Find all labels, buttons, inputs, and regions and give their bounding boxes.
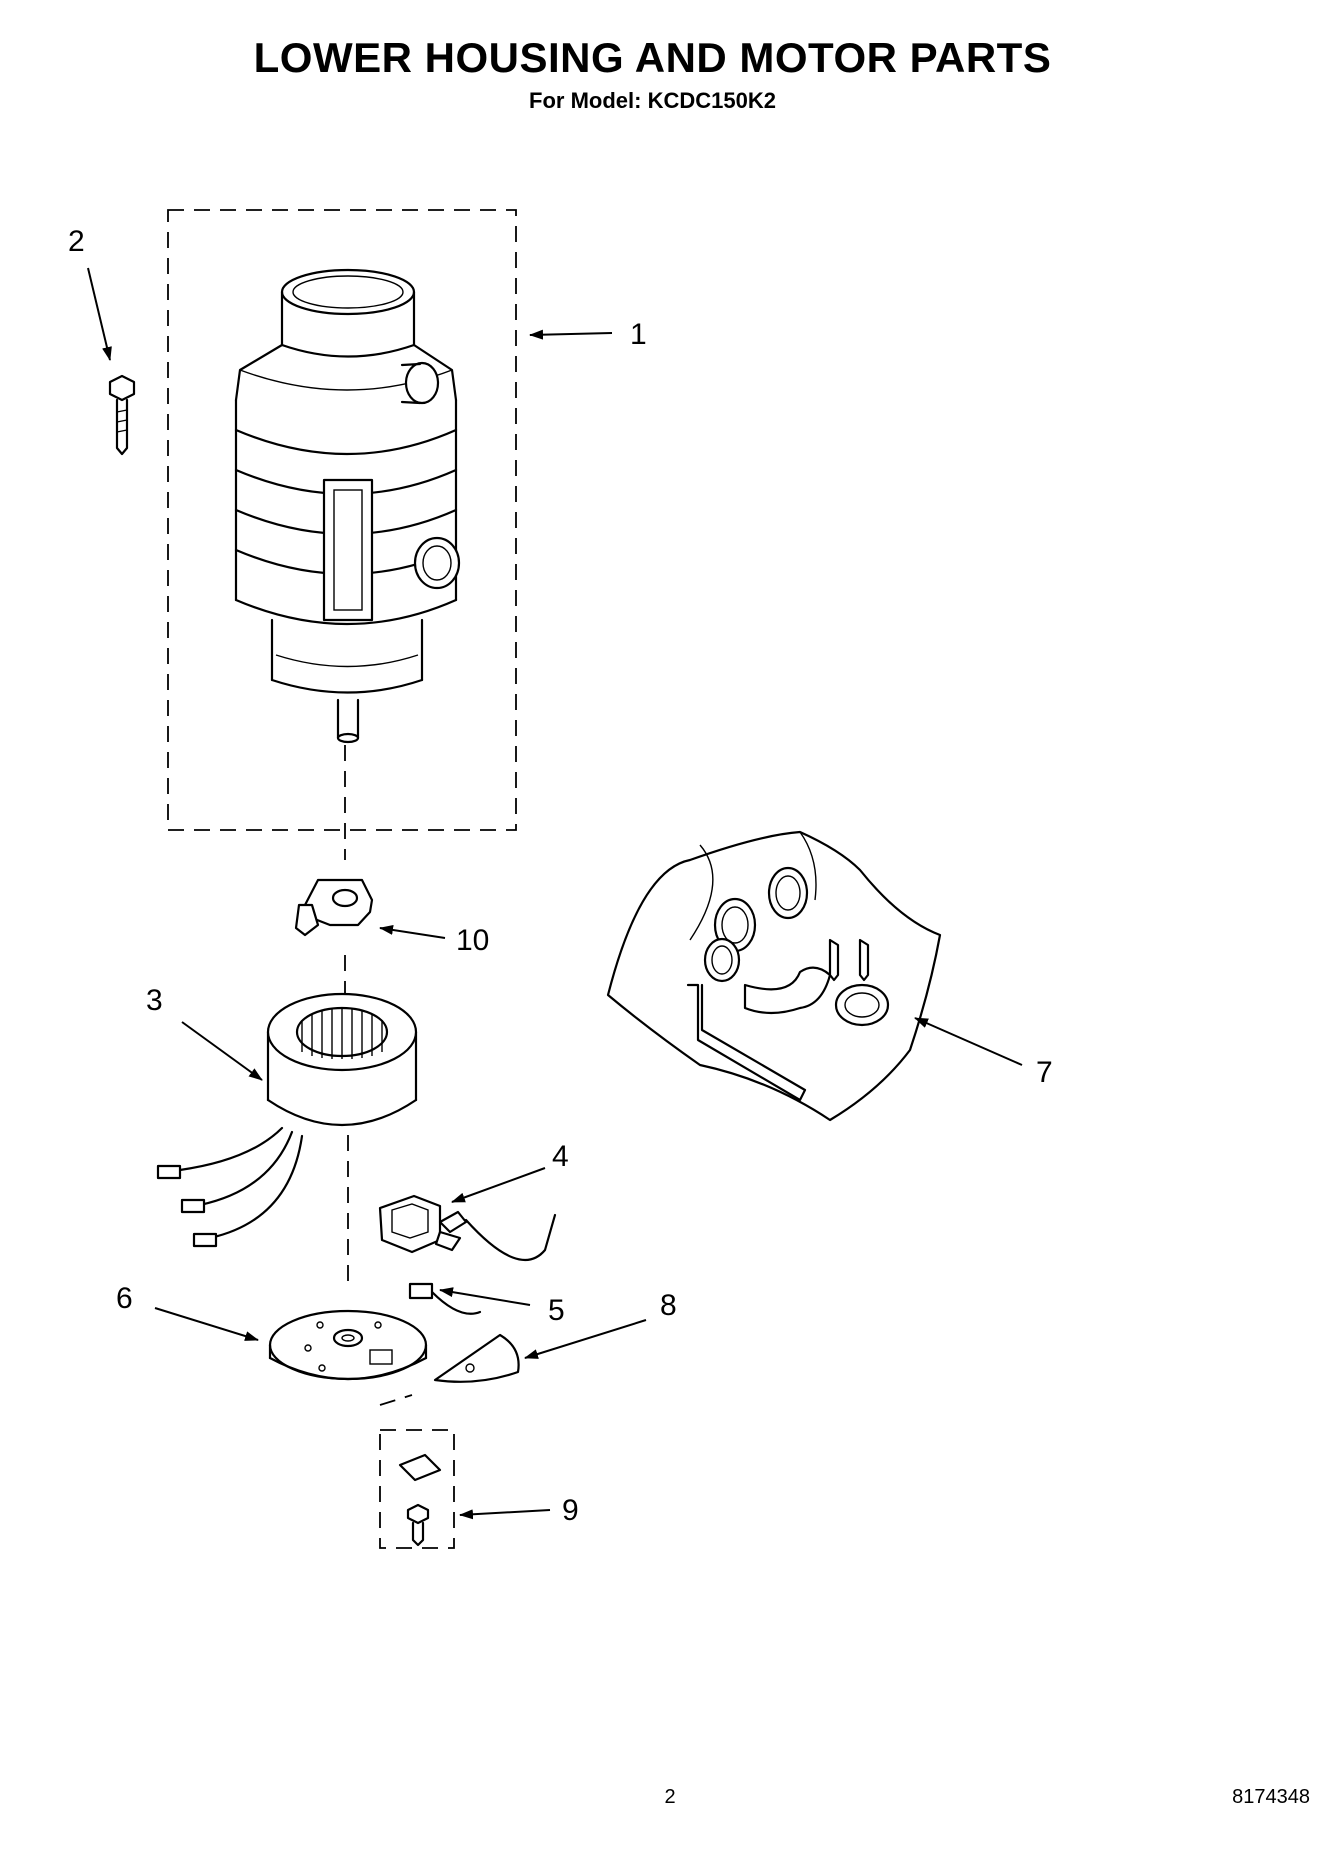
page-title: LOWER HOUSING AND MOTOR PARTS	[253, 34, 1052, 81]
leader-1	[529, 329, 613, 340]
part-10-bracket	[294, 878, 374, 937]
callout-9: 9	[562, 1494, 579, 1527]
callout-6: 6	[116, 1282, 133, 1315]
callout-5: 5	[548, 1294, 565, 1327]
part-1-kit-frame	[167, 209, 517, 831]
callout-1: 1	[630, 318, 647, 351]
leader-8	[524, 1319, 647, 1359]
callout-4: 4	[552, 1140, 569, 1173]
part-9-pad-and-screw	[379, 1394, 455, 1549]
callout-8: 8	[660, 1289, 677, 1322]
callout-labels: 1 2 3 4 5 6 7 8 9 10	[68, 225, 1053, 1527]
leader-9	[459, 1509, 551, 1520]
leader-10	[379, 925, 446, 939]
leader-5	[439, 1287, 531, 1306]
part-3-stator	[156, 992, 418, 1248]
callout-3: 3	[146, 984, 163, 1017]
part-1-lower-housing	[167, 209, 517, 831]
callout-2: 2	[68, 225, 85, 258]
part-6-end-plate	[268, 1309, 428, 1381]
part-9-kit-frame	[379, 1429, 455, 1549]
leader-6	[154, 1307, 259, 1341]
page-number: 2	[664, 1786, 676, 1808]
part-4-switch	[378, 1194, 557, 1262]
part-7-hardware-bag	[606, 830, 942, 1122]
part-5-connector	[408, 1282, 482, 1315]
callout-10: 10	[456, 924, 489, 957]
model-subtitle: For Model: KCDC150K2	[529, 88, 776, 113]
part-8-shield	[433, 1333, 520, 1383]
leader-7	[914, 1017, 1023, 1066]
leader-4	[451, 1167, 546, 1203]
callout-7: 7	[1036, 1056, 1053, 1089]
document-number: 8174348	[1232, 1786, 1310, 1808]
part-2-bolt	[108, 374, 136, 456]
leader-2	[87, 267, 112, 361]
leader-lines	[87, 267, 1023, 1520]
leader-3	[181, 1021, 263, 1081]
